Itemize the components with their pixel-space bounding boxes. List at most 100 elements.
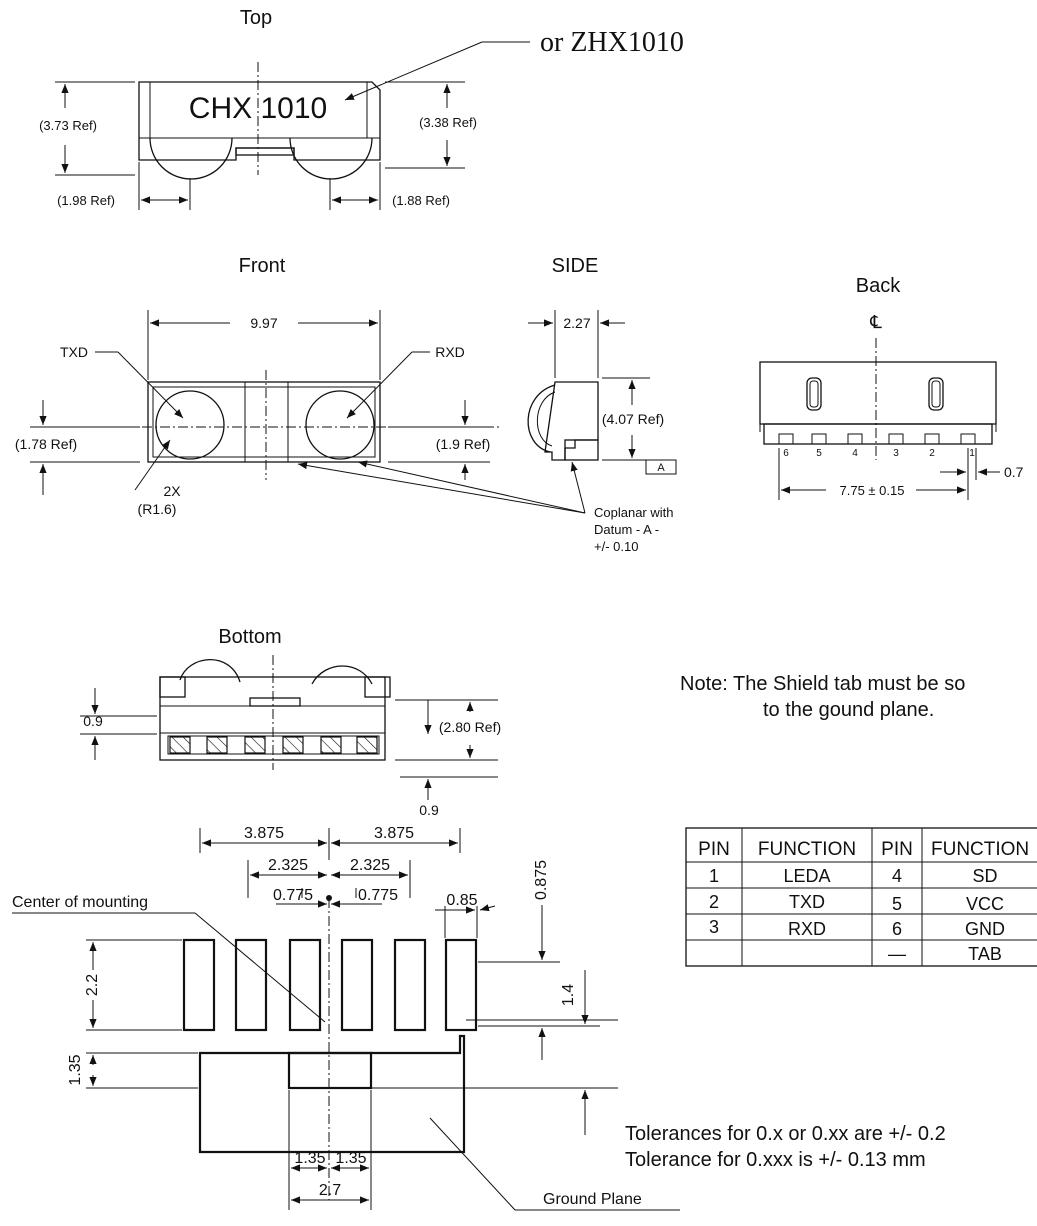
back-pin-label: 5 xyxy=(816,448,822,459)
back-pin: 5 xyxy=(811,433,827,459)
table-cell: 4 xyxy=(892,866,902,886)
table-cell: GND xyxy=(965,919,1005,939)
pin-table: PIN FUNCTION PIN FUNCTION 1 LEDA 4 SD 2 … xyxy=(685,827,1037,967)
note-line-1: Note: The Shield tab must be so xyxy=(680,673,965,695)
top-right-height-dim: (3.38 Ref) xyxy=(419,115,477,130)
bottom-body-outline xyxy=(159,676,386,761)
alt-marking-arrow xyxy=(344,41,483,101)
back-pin-label: 1 xyxy=(969,448,975,459)
table-cell: 6 xyxy=(892,919,902,939)
back-body-outline xyxy=(759,361,997,425)
table-cell: TAB xyxy=(968,944,1002,964)
front-right-height-dim: (1.9 Ref) xyxy=(436,436,490,452)
side-depth-dim: 2.27 xyxy=(563,315,590,331)
back-pin: 2 xyxy=(924,433,940,459)
fp-tab-right: 1.35 xyxy=(335,1150,366,1167)
fp-tab-dim: 1.4 xyxy=(560,984,577,1006)
back-pin-label: 3 xyxy=(893,448,899,459)
back-pin: 1 xyxy=(960,433,976,459)
top-lens-left xyxy=(149,137,233,180)
table-header: PIN xyxy=(698,839,730,860)
table-cell: 1 xyxy=(709,866,719,886)
coplanar-note-1: Coplanar with xyxy=(594,505,674,520)
fp-pitch-right: 0.775 xyxy=(358,887,398,904)
front-body-outline xyxy=(147,381,381,463)
table-header: FUNCTION xyxy=(931,839,1029,860)
fp-tab-width: 2.7 xyxy=(319,1182,341,1199)
table-header: FUNCTION xyxy=(758,839,856,860)
bottom-right-height-dim: (2.80 Ref) xyxy=(439,719,501,735)
datum-box xyxy=(645,459,677,475)
note-line-2: to the gound plane. xyxy=(763,699,934,721)
fp-pad-height: 2.2 xyxy=(84,974,101,996)
back-pin: 4 xyxy=(847,433,863,459)
radius-value: (R1.6) xyxy=(138,501,177,517)
table-cell: 3 xyxy=(709,917,719,937)
table-cell: 5 xyxy=(892,894,902,914)
fp-tab-left: 1.35 xyxy=(294,1150,325,1167)
rxd-label: RXD xyxy=(435,344,465,360)
datum-label: A xyxy=(657,462,665,474)
back-pins: 6 5 4 3 2 1 xyxy=(778,433,976,459)
top-view-title: Top xyxy=(240,7,272,29)
back-pin: 3 xyxy=(888,433,904,459)
table-cell: 2 xyxy=(709,892,719,912)
top-view: Top or ZHX1010 CHX 1010 (3.73 Ref) (3.38… xyxy=(39,7,684,210)
table-cell: — xyxy=(888,944,906,964)
pad xyxy=(234,938,268,1032)
fp-inner-left: 2.325 xyxy=(268,857,308,874)
back-pin: 6 xyxy=(778,433,794,459)
side-view-title: SIDE xyxy=(552,255,599,277)
back-view-title: Back xyxy=(856,275,901,297)
fp-ground-label: Ground Plane xyxy=(543,1191,642,1208)
fp-half-span-left: 3.875 xyxy=(244,825,284,842)
back-pin-label: 6 xyxy=(783,448,789,459)
side-body-outline xyxy=(544,381,599,461)
fp-inner-right: 2.325 xyxy=(350,857,390,874)
top-marking: CHX 1010 xyxy=(189,92,327,125)
alt-marking: or ZHX1010 xyxy=(540,27,684,58)
front-lens-txd xyxy=(155,390,225,460)
table-cell: RXD xyxy=(788,919,826,939)
pad xyxy=(288,938,322,1032)
side-view: SIDE 2.27 (4.07 Ref) A Coplanar with Dat… xyxy=(297,255,677,554)
top-left-height-dim: (3.73 Ref) xyxy=(39,118,97,133)
table-cell: TXD xyxy=(789,892,825,912)
top-left-offset-dim: (1.98 Ref) xyxy=(57,193,115,208)
tolerance-line-1: Tolerances for 0.x or 0.xx are +/- 0.2 xyxy=(625,1123,946,1145)
bottom-right-dim: 0.9 xyxy=(419,802,439,818)
pad xyxy=(444,938,478,1032)
ground-plane-outline xyxy=(198,1034,466,1154)
back-pin-label: 4 xyxy=(852,448,858,459)
tolerances: Tolerances for 0.x or 0.xx are +/- 0.2 T… xyxy=(625,1123,946,1171)
shield-tab-pad xyxy=(287,1051,373,1090)
back-view: Back ℄ 6 5 4 3 xyxy=(759,275,1024,500)
table-cell: SD xyxy=(972,866,997,886)
pad xyxy=(182,938,216,1032)
coplanar-note-2: Datum - A - xyxy=(594,522,659,537)
back-pin-label: 2 xyxy=(929,448,935,459)
side-height-dim: (4.07 Ref) xyxy=(602,411,664,427)
front-width-dim: 9.97 xyxy=(250,315,277,331)
tolerance-line-2: Tolerance for 0.xxx is +/- 0.13 mm xyxy=(625,1149,926,1171)
back-centerline-symbol: ℄ xyxy=(869,312,882,332)
shield-note: Note: The Shield tab must be so to the g… xyxy=(680,673,965,721)
table-cell: LEDA xyxy=(783,866,830,886)
fp-center-label: Center of mounting xyxy=(12,894,148,911)
fp-half-span-right: 3.875 xyxy=(374,825,414,842)
bottom-view-title: Bottom xyxy=(218,626,281,648)
bottom-view: Bottom 0.9 (2.80 Ref) 0.9 xyxy=(80,626,501,818)
fp-pad-width: 0.85 xyxy=(446,892,477,909)
front-view-title: Front xyxy=(239,255,286,277)
pad xyxy=(340,938,374,1032)
top-right-offset-dim: (1.88 Ref) xyxy=(392,193,450,208)
front-lens-rxd xyxy=(305,390,375,460)
fp-pitch-left: 0.775 xyxy=(273,887,313,904)
pad xyxy=(393,938,427,1032)
top-lens-right xyxy=(289,137,373,180)
back-pitch-dim: 0.7 xyxy=(1004,464,1024,480)
table-cell: VCC xyxy=(966,894,1004,914)
txd-label: TXD xyxy=(60,344,88,360)
radius-count: 2X xyxy=(163,483,181,499)
